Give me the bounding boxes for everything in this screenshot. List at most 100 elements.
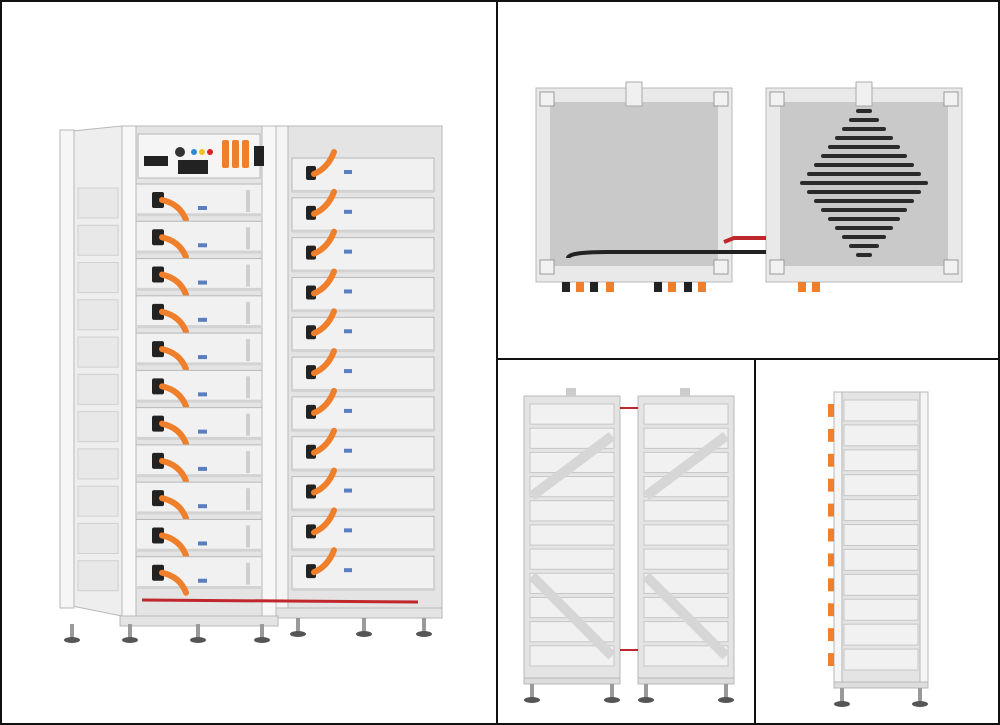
panel-rear-view [496, 358, 756, 725]
side-slot [77, 448, 119, 480]
side-cable [828, 628, 834, 642]
module-handle [246, 339, 250, 362]
side-cable [828, 653, 834, 666]
brand-logo-mark [198, 355, 207, 360]
orange-cable [311, 268, 337, 297]
red-cable [141, 598, 419, 604]
side-slot [77, 187, 119, 219]
rack-foot [254, 624, 270, 643]
module-handle [246, 562, 250, 585]
module-shadow [292, 349, 434, 353]
side-module [843, 474, 919, 497]
vent-slot [807, 190, 921, 194]
orange-cable [311, 308, 337, 337]
orange-cable [159, 457, 189, 484]
power-switch-icon [175, 147, 185, 157]
side-module [843, 449, 919, 472]
vent-slot [814, 199, 914, 203]
rack-foot [718, 684, 734, 703]
left-rack-base-top [535, 81, 733, 283]
brand-logo-mark [344, 249, 352, 254]
side-cable [828, 578, 834, 592]
corner-bracket [943, 91, 959, 107]
rear-module [529, 645, 615, 667]
orange-cable [311, 507, 337, 536]
side-cable [828, 553, 834, 567]
orange-cable [159, 495, 189, 522]
side-module [843, 399, 919, 422]
vent-slot [807, 172, 921, 176]
side-base [833, 681, 929, 689]
module-shadow [136, 586, 262, 589]
rack-foot [290, 618, 306, 637]
power-terminal [242, 140, 249, 168]
top-view-illustration [535, 81, 963, 292]
side-module [843, 524, 919, 546]
side-module [843, 598, 919, 621]
terminal [684, 282, 692, 292]
side-cable [828, 603, 834, 617]
corner-bracket [713, 259, 729, 275]
side-view-illustration [828, 391, 929, 707]
side-module [843, 548, 919, 571]
corner-bracket [943, 259, 959, 275]
module-shadow [292, 229, 434, 233]
rear-module [643, 645, 729, 667]
module-shadow [136, 250, 262, 254]
diagonal-brace [529, 432, 615, 500]
terminal [606, 282, 614, 292]
diagonal-brace [528, 572, 616, 660]
vent-slot [849, 118, 879, 122]
module-handle [246, 227, 250, 250]
module-shadow [292, 189, 434, 193]
vent-slot [842, 127, 886, 131]
diagonal-brace [643, 432, 729, 500]
rack-foot [122, 624, 138, 643]
module-shadow [292, 309, 434, 313]
control-connector [144, 156, 168, 166]
brand-logo-mark [344, 408, 352, 413]
brand-logo-mark [344, 369, 352, 374]
brand-logo-mark [198, 504, 207, 509]
battery-module [135, 556, 263, 589]
module-shadow [136, 548, 262, 552]
rack-foot [356, 618, 372, 637]
terminal [590, 282, 598, 292]
side-module [843, 648, 919, 671]
module-handle [246, 488, 250, 511]
rear-module [529, 500, 615, 522]
brand-logo-mark [344, 329, 352, 334]
side-post [919, 391, 929, 683]
rear-rack-base [273, 607, 443, 619]
module-connector [152, 452, 164, 469]
panel-top-view [496, 0, 1000, 360]
module-connector [152, 341, 164, 358]
side-module [843, 424, 919, 447]
indicator-red [207, 149, 213, 155]
module-shadow [292, 428, 434, 432]
brand-logo-mark [198, 578, 207, 583]
rear-module [529, 427, 615, 449]
base-plate [550, 102, 718, 266]
module-shadow [292, 508, 434, 512]
orange-cable [159, 271, 189, 298]
module-shadow [136, 362, 262, 366]
rack-foot [416, 618, 432, 637]
rear-module [529, 524, 615, 546]
brand-logo-mark [198, 541, 207, 546]
brand-logo-mark [344, 448, 352, 453]
brand-logo-mark [198, 243, 207, 248]
rear-module [643, 403, 729, 425]
vent-slot [821, 154, 907, 158]
side-slot [77, 560, 119, 592]
vent-slot [856, 109, 872, 113]
vent-slot [814, 163, 914, 167]
lifting-tab [625, 81, 643, 107]
side-cable [828, 478, 834, 492]
rack-foot [638, 684, 654, 703]
module-shadow [136, 287, 262, 291]
diagonal-brace [642, 572, 730, 660]
module-handle [246, 413, 250, 436]
module-connector [152, 378, 164, 395]
module-shadow [292, 468, 434, 472]
